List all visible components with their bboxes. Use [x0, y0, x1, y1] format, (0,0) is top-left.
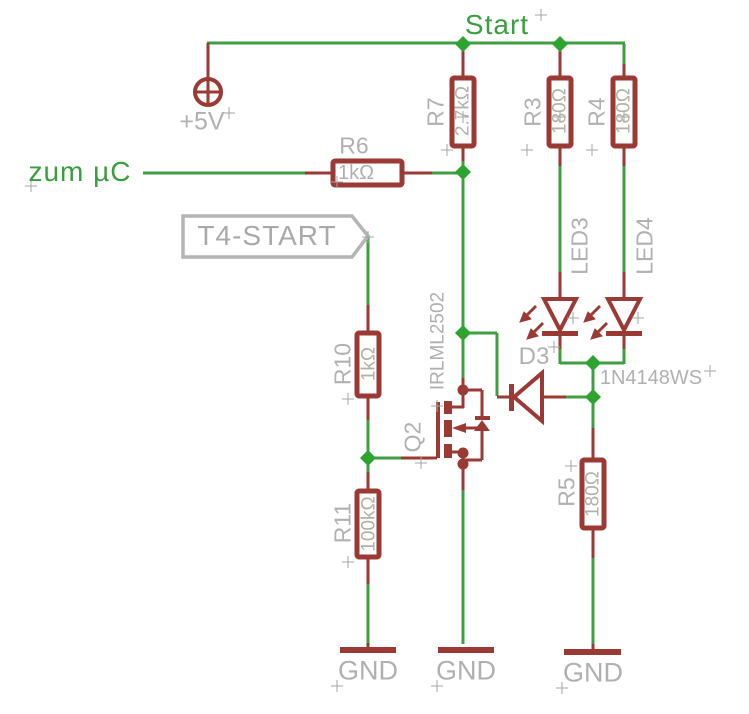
gnd-bar — [564, 649, 621, 655]
gnd-bar — [438, 647, 494, 653]
led3-symbol[interactable] — [519, 297, 580, 340]
gnd-symbols[interactable] — [340, 647, 621, 655]
d3-value: 1N4148WS — [599, 367, 703, 389]
resistor-R5-symbol — [579, 457, 607, 531]
r10-value: 1kΩ — [358, 346, 380, 382]
origin-crosses — [25, 9, 716, 694]
resistor-R10-symbol — [354, 330, 382, 399]
gnd-label: GND — [436, 655, 496, 686]
led4-symbol[interactable] — [583, 297, 644, 340]
r5-name: R5 — [553, 477, 580, 507]
component-pins — [206, 43, 626, 651]
junction — [585, 355, 601, 371]
junction — [360, 450, 376, 466]
supply-symbol-5v[interactable] — [193, 77, 223, 107]
r4-name: R4 — [583, 97, 610, 127]
mosfet-q2-symbol[interactable] — [436, 384, 490, 470]
junction — [455, 36, 471, 52]
r7-value: 2.7kΩ — [452, 85, 474, 137]
junction — [455, 164, 471, 180]
resistor-R6-symbol — [330, 158, 405, 188]
q2-name: Q2 — [399, 421, 426, 453]
led3-name: LED3 — [566, 217, 593, 275]
r10-name: R10 — [329, 342, 356, 386]
gnd-label: GND — [563, 657, 623, 688]
r3-value: 180Ω — [549, 88, 571, 134]
diode-d3-symbol[interactable] — [509, 368, 544, 426]
r11-value: 100kΩ — [358, 496, 380, 552]
body-diode-cathode-bar — [475, 416, 490, 420]
pin-dot — [457, 458, 469, 470]
junction — [585, 389, 601, 405]
net-junctions[interactable] — [360, 36, 601, 466]
net-label-zum-uc[interactable]: zum µC — [28, 156, 132, 187]
flag-label-t4-start[interactable]: T4-START — [197, 220, 337, 251]
r6-name: R6 — [339, 132, 369, 159]
net-flag-t4-start[interactable] — [181, 214, 371, 259]
gnd-bar — [340, 647, 396, 653]
channel-segment — [444, 401, 452, 414]
channel-segment — [444, 444, 452, 458]
r5-value: 180Ω — [582, 471, 604, 517]
led4-emission-arrows — [583, 304, 609, 340]
junction — [455, 325, 471, 341]
channel-segment — [444, 420, 452, 437]
net-wires[interactable] — [143, 41, 626, 645]
net-label-start[interactable]: Start — [464, 9, 530, 40]
led4-name: LED4 — [631, 217, 658, 275]
r6-value: 1kΩ — [337, 162, 375, 184]
gnd-label: GND — [338, 655, 398, 686]
d3-name: D3 — [518, 343, 550, 370]
substrate-arrow — [452, 423, 466, 433]
q2-value: IRLML2502 — [427, 291, 449, 391]
r4-value: 180Ω — [613, 88, 635, 134]
led3-emission-arrows — [519, 304, 545, 340]
resistor-R11-symbol — [354, 488, 382, 560]
pin-dot — [457, 447, 469, 459]
r7-name: R7 — [422, 97, 449, 127]
pin-dot — [457, 384, 469, 396]
gate-bar — [436, 402, 440, 458]
junction — [552, 36, 568, 52]
supply-label: +5V — [179, 107, 225, 136]
r11-name: R11 — [329, 502, 356, 544]
r3-name: R3 — [519, 97, 546, 127]
